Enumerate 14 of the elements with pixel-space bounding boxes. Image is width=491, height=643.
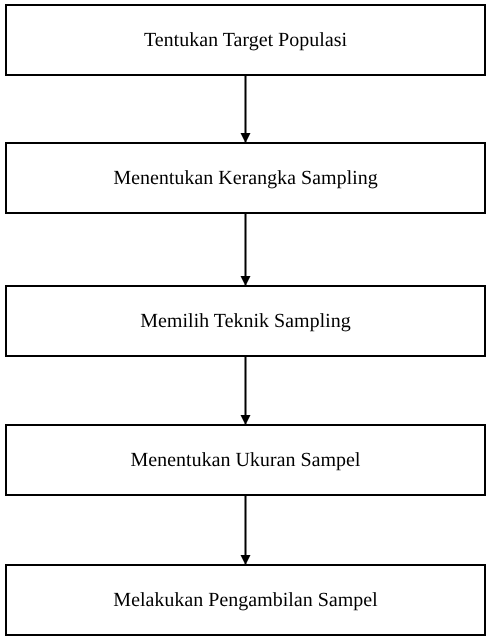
arrow <box>240 76 250 143</box>
process-box <box>5 4 486 76</box>
arrow <box>240 214 250 286</box>
process-box <box>5 142 486 214</box>
process-box <box>5 424 486 496</box>
step-label: Menentukan Ukuran Sampel <box>130 448 360 473</box>
step-label: Memilih Teknik Sampling <box>140 309 351 334</box>
arrow <box>240 496 250 565</box>
arrow <box>240 357 250 425</box>
step-label: Tentukan Target Populasi <box>144 28 348 53</box>
step-label: Menentukan Kerangka Sampling <box>113 166 378 191</box>
process-box <box>5 285 486 357</box>
process-box <box>5 564 486 636</box>
step-label: Melakukan Pengambilan Sampel <box>113 588 378 613</box>
